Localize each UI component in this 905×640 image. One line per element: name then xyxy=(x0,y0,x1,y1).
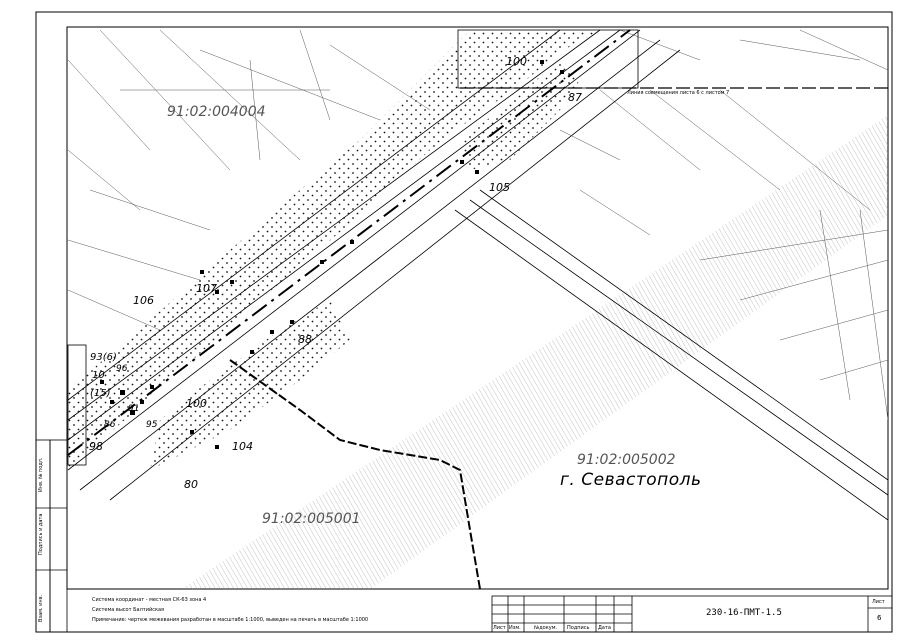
parcel-label-south: 91:02:005001 xyxy=(262,511,361,527)
sheet-border xyxy=(35,11,893,633)
marker-107: 107 xyxy=(196,282,217,295)
title-header-signature: Подпись xyxy=(567,625,590,631)
hatched-band xyxy=(181,115,888,589)
stamp-signature-date: Подпись и дата xyxy=(38,513,44,555)
marker-87: 87 xyxy=(568,91,582,104)
survey-points xyxy=(100,60,564,449)
sheet-number: 6 xyxy=(877,614,882,622)
parcel-label-main: 91:02:005002 xyxy=(577,452,676,468)
axis-line xyxy=(67,29,631,456)
title-header-list: Лист xyxy=(493,625,506,631)
title-block xyxy=(491,595,893,633)
title-header-izm: Изм. xyxy=(509,625,521,631)
stamp-replaced: Взам. инв. xyxy=(38,594,44,622)
marker-98: 98 xyxy=(89,440,103,453)
corridor-lines xyxy=(67,29,681,501)
marker-80: 80 xyxy=(184,478,198,491)
dotted-zone-south xyxy=(150,300,350,470)
branch-road xyxy=(454,189,888,521)
boundary-line xyxy=(229,359,481,589)
stamp-inv-no: Инв. № подл. xyxy=(38,457,44,493)
marker-105: 105 xyxy=(489,181,510,194)
marker-left-mid: 10 xyxy=(92,370,105,381)
marker-91: 91 xyxy=(128,404,140,414)
marker-88: 88 xyxy=(298,333,312,346)
note-scale: Примечание: чертеж межевания разработан … xyxy=(92,617,369,623)
side-stamp xyxy=(35,439,68,633)
title-header-date: Дата xyxy=(598,625,611,631)
sheet-header: Лист xyxy=(872,599,885,605)
marker-106: 106 xyxy=(133,294,154,307)
drawing-frame xyxy=(66,26,889,590)
marker-100-top: 100 xyxy=(506,55,527,68)
parcel-label-north: 91:02:004004 xyxy=(167,104,266,120)
city-label: г. Севастополь xyxy=(560,470,702,490)
left-detail-box xyxy=(67,344,87,466)
marker-96: 96 xyxy=(116,364,128,374)
marker-104: 104 xyxy=(232,440,253,453)
marker-100-mid: 100 xyxy=(186,397,207,410)
title-header-doc-no: №докум. xyxy=(534,625,558,631)
parcel-lines xyxy=(67,29,888,421)
match-line-label: Линия совмещения листа 6 с листом 7 xyxy=(627,90,730,96)
match-line-box xyxy=(457,29,639,89)
marker-left-bot: (15) xyxy=(90,388,111,399)
marker-95: 95 xyxy=(146,420,158,430)
note-height-system: Система высот Балтийская xyxy=(92,607,165,613)
marker-left-top: 93(6) xyxy=(90,352,117,363)
marker-86-left: 86 xyxy=(104,420,116,430)
note-coordinate-system: Система координат - местная СК-63 зона 4 xyxy=(92,597,207,603)
doc-code: 230-16-ПМТ-1.5 xyxy=(706,608,782,618)
